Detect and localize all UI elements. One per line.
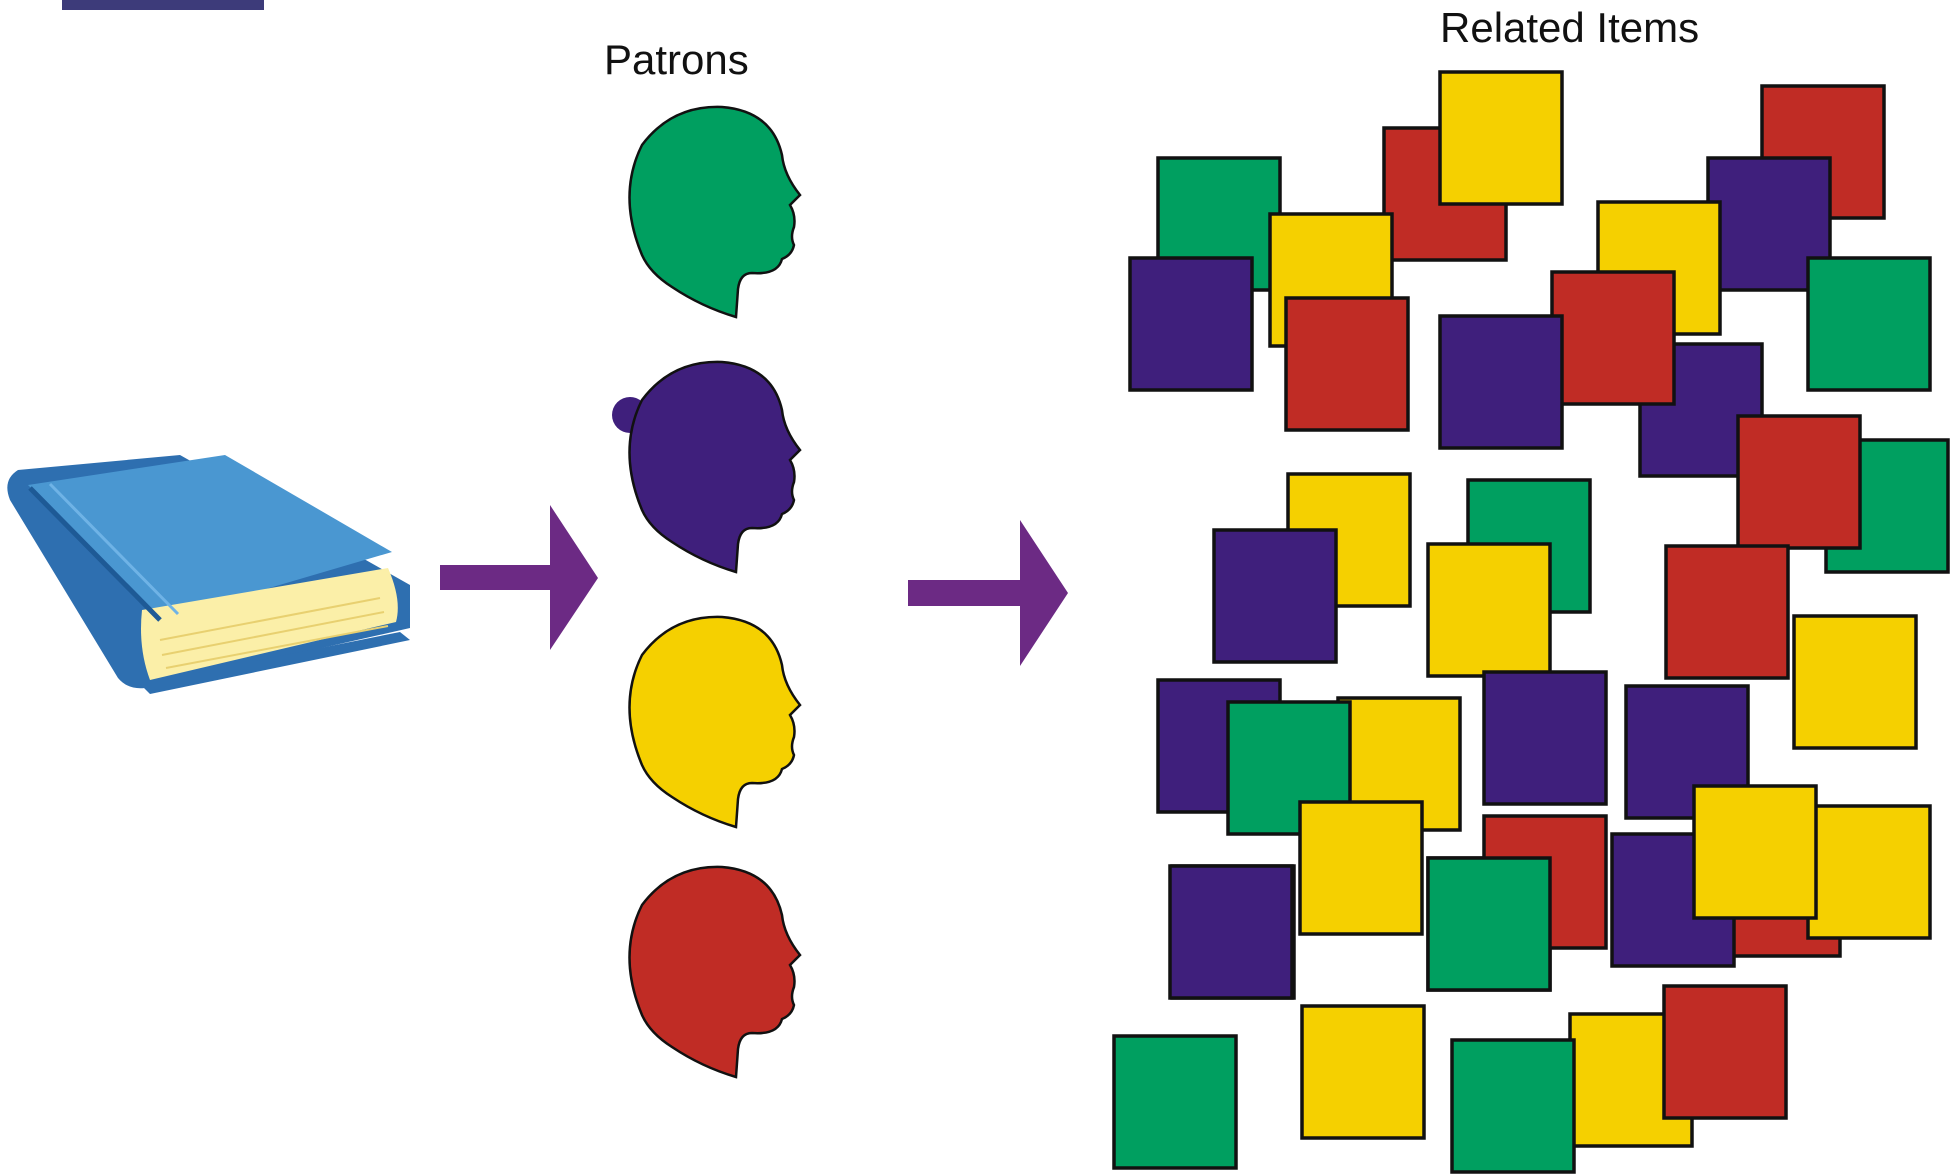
related-items-collection bbox=[1112, 70, 1950, 1174]
related-item-purple bbox=[1438, 314, 1564, 450]
related-item-yellow bbox=[1438, 70, 1564, 206]
arrow-right-icon bbox=[440, 505, 598, 650]
related-item-red bbox=[1664, 544, 1790, 680]
book-icon bbox=[7, 455, 410, 694]
related-item-green bbox=[1426, 856, 1552, 992]
related-item-purple bbox=[1168, 864, 1294, 1000]
purple-head-icon bbox=[612, 360, 802, 574]
related-item-red bbox=[1736, 414, 1862, 550]
green-head-icon bbox=[628, 105, 802, 319]
yellow-head-icon bbox=[628, 615, 802, 829]
patrons-heading: Patrons bbox=[604, 36, 749, 83]
related-item-purple bbox=[1482, 670, 1608, 806]
related-item-yellow bbox=[1692, 784, 1818, 920]
related-item-green bbox=[1806, 256, 1932, 392]
related-item-yellow bbox=[1300, 1004, 1426, 1140]
red-head-icon bbox=[628, 865, 802, 1079]
related-item-yellow bbox=[1806, 804, 1932, 940]
related-item-red bbox=[1662, 984, 1788, 1120]
related-item-red bbox=[1550, 270, 1676, 406]
corner-tab bbox=[62, 0, 264, 10]
related-item-yellow bbox=[1792, 614, 1918, 750]
related-item-yellow bbox=[1298, 800, 1424, 936]
arrow-right-icon bbox=[908, 520, 1068, 666]
related-item-purple bbox=[1128, 256, 1254, 392]
related-item-purple bbox=[1212, 528, 1338, 664]
related-item-green bbox=[1112, 1034, 1238, 1170]
related-items-heading: Related Items bbox=[1440, 4, 1700, 51]
related-item-yellow bbox=[1426, 542, 1552, 678]
related-item-red bbox=[1284, 296, 1410, 432]
related-item-green bbox=[1450, 1038, 1576, 1174]
